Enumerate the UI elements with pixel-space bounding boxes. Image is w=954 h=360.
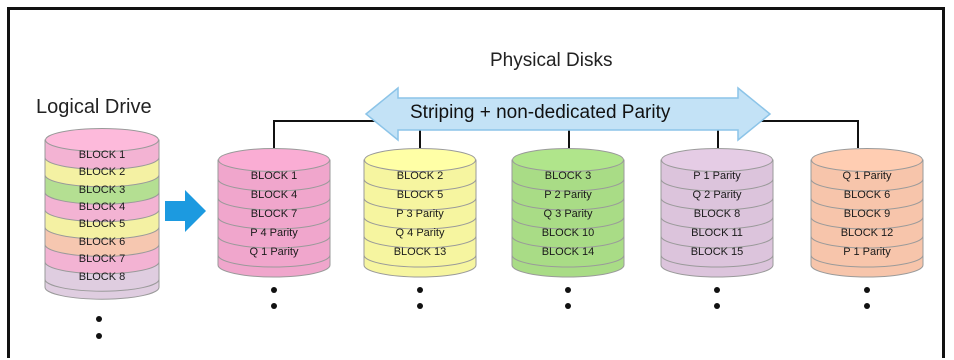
dot <box>417 287 423 293</box>
block-label: P 4 Parity <box>250 226 298 239</box>
block-label: BLOCK 2 <box>396 169 444 182</box>
cylinder-top <box>811 148 923 172</box>
block-label: BLOCK 4 <box>250 188 298 201</box>
block-label: P 1 Parity <box>843 245 891 258</box>
block-label: BLOCK 4 <box>78 201 126 213</box>
block-label: BLOCK 1 <box>250 169 298 182</box>
cylinder-top <box>512 148 624 172</box>
block-label: Q 1 Parity <box>842 169 892 182</box>
block-label: BLOCK 9 <box>843 207 891 220</box>
block-label: P 2 Parity <box>544 188 592 201</box>
cylinder-top <box>45 128 159 152</box>
right-arrow-icon <box>165 190 206 232</box>
block-label: BLOCK 12 <box>840 226 894 239</box>
block-label: Q 3 Parity <box>543 207 593 220</box>
block-label: BLOCK 5 <box>396 188 444 201</box>
block-label: Q 1 Parity <box>249 245 299 258</box>
block-label: BLOCK 8 <box>78 270 126 283</box>
disk-1: BLOCK 1 BLOCK 4 BLOCK 7 P 4 Parity Q 1 Parit… <box>217 148 331 278</box>
cylinder-top <box>218 148 330 172</box>
cylinder-shape <box>44 128 160 300</box>
block-label: BLOCK 5 <box>78 218 126 231</box>
cylinder-top <box>364 148 476 172</box>
dot <box>864 287 870 293</box>
logical-drive-title: Logical Drive <box>36 96 152 118</box>
dot <box>714 303 720 309</box>
cylinder-top <box>661 148 773 172</box>
block-label: BLOCK 1 <box>78 148 126 161</box>
dot <box>565 303 571 309</box>
dot <box>96 333 102 339</box>
cylinder-shape <box>511 148 625 278</box>
block-label: P 1 Parity <box>693 169 741 182</box>
block-label: BLOCK 8 <box>693 207 741 220</box>
block-label: BLOCK 13 <box>393 245 447 258</box>
block-label: BLOCK 2 <box>78 166 126 179</box>
dot <box>714 287 720 293</box>
block-label: BLOCK 7 <box>78 253 126 266</box>
block-label: BLOCK 14 <box>541 245 595 258</box>
dot <box>417 303 423 309</box>
block-label: BLOCK 3 <box>78 183 126 196</box>
dot <box>271 303 277 309</box>
block-label: BLOCK 6 <box>78 235 126 248</box>
dot <box>565 287 571 293</box>
cylinder-shape <box>660 148 774 278</box>
block-label: BLOCK 3 <box>544 169 592 182</box>
block-label: Q 2 Parity <box>692 188 742 201</box>
physical-disks-title: Physical Disks <box>490 50 613 71</box>
dot <box>864 303 870 309</box>
block-label: BLOCK 6 <box>843 188 891 201</box>
striping-banner-arrow <box>364 86 772 142</box>
block-label: BLOCK 15 <box>690 245 744 258</box>
dot <box>271 287 277 293</box>
block-label: P 3 Parity <box>396 207 444 220</box>
cylinder-shape <box>217 148 331 278</box>
block-label: Q 4 Parity <box>395 226 445 239</box>
block-label: BLOCK 11 <box>691 226 743 239</box>
block-label: BLOCK 10 <box>541 226 595 239</box>
striping-label: Striping + non-dedicated Parity <box>410 102 671 123</box>
cylinder-shape <box>810 148 924 278</box>
cylinder-shape <box>363 148 477 278</box>
logical-drive-cylinder: BLOCK 1 BLOCK 2 BLOCK 3 BLOCK 4 BLOCK 5 BLOCK… <box>44 128 160 306</box>
block-label: BLOCK 7 <box>250 207 298 220</box>
dot <box>96 316 102 322</box>
